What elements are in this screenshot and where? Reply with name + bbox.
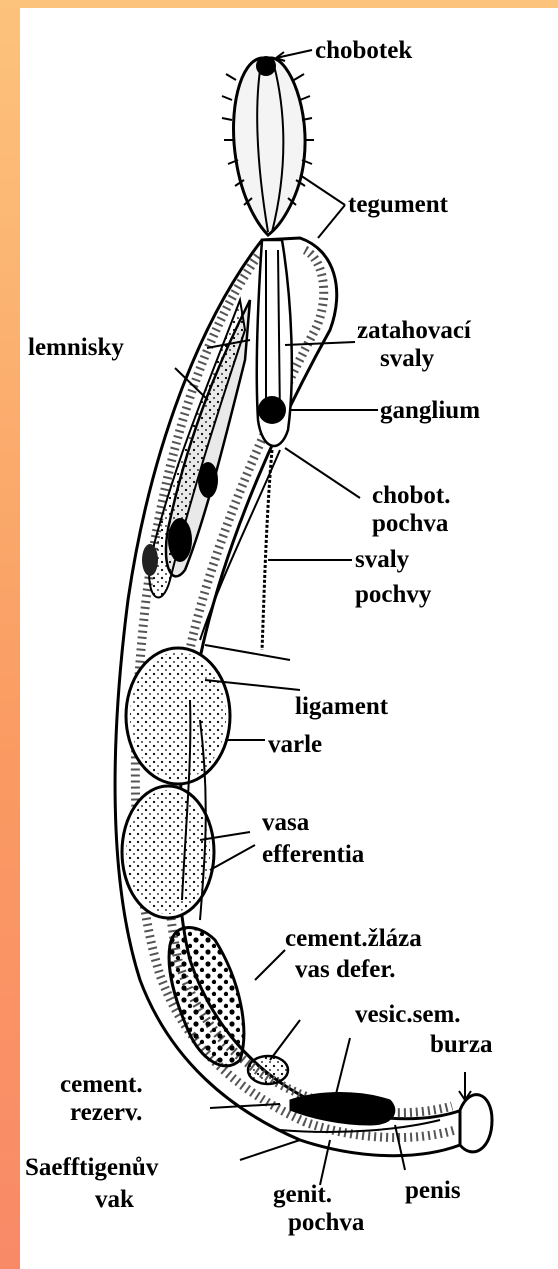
label-ligament: ligament <box>295 693 389 720</box>
label-zatahovaci: zatahovací <box>357 317 472 344</box>
label-rezerv: rezerv. <box>70 1099 142 1126</box>
label-chobot-pochva: pochva <box>372 510 449 537</box>
label-penis: penis <box>405 1177 461 1204</box>
label-efferentia: efferentia <box>262 841 365 868</box>
label-tegument: tegument <box>348 191 449 218</box>
label-svaly: svaly <box>355 546 410 573</box>
label-genit: genit. <box>273 1181 332 1208</box>
label-genit-pochva: pochva <box>288 1209 365 1236</box>
label-burza: burza <box>430 1031 493 1058</box>
label-lemnisky: lemnisky <box>28 334 124 361</box>
label-varle: varle <box>268 731 322 758</box>
label-vas-defer: vas defer. <box>295 956 395 983</box>
label-vak: vak <box>95 1186 134 1213</box>
label-cement-zlaza: cement.žláza <box>285 925 422 952</box>
proboscis <box>222 56 314 235</box>
label-vesic-sem: vesic.sem. <box>355 1001 461 1028</box>
label-chobotek: chobotek <box>315 37 412 64</box>
label-vasa: vasa <box>262 809 310 836</box>
label-ganglium: ganglium <box>380 397 480 424</box>
label-saefftigenuv: Saefftigenův <box>25 1154 159 1181</box>
label-pochvy: pochvy <box>355 581 432 608</box>
label-cement: cement. <box>60 1071 143 1098</box>
label-chobot: chobot. <box>372 482 450 509</box>
label-zatahovaci-svaly: svaly <box>380 345 435 372</box>
testes <box>122 648 230 920</box>
